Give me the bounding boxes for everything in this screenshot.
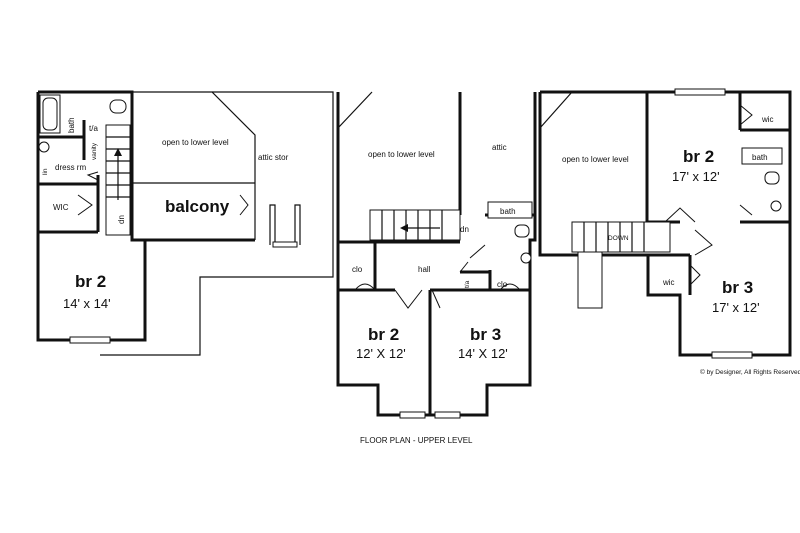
window-icon [69, 336, 111, 344]
plan-left: bath t/a vanity lin dress rm WIC dn open… [36, 90, 334, 356]
stair-arrow-icon-2 [400, 224, 408, 232]
label-dn-2: dn [460, 225, 469, 234]
toilet-icon-3 [764, 171, 780, 185]
bathtub-icon-3 [741, 147, 783, 165]
label-down: DOWN [608, 235, 629, 242]
label-wic-bottom: wic [662, 278, 675, 287]
sink-icon-2 [520, 252, 532, 264]
stair-middle [369, 209, 461, 241]
label-attic-stor: attic stor [258, 153, 289, 162]
label-attic: attic [492, 143, 507, 152]
bathtub-icon-2 [487, 201, 533, 219]
window-icon-2 [399, 411, 426, 419]
room-dim-br2-left: 14' x 14' [63, 296, 111, 311]
label-ta: t/a [89, 124, 98, 133]
label-ta-2: t/a [464, 280, 471, 288]
room-dim-br3-mid: 14' X 12' [458, 346, 508, 361]
label-dn: dn [117, 215, 126, 224]
room-dim-br2-mid: 12' X 12' [356, 346, 406, 361]
sink-icon-3 [770, 200, 782, 212]
label-hall: hall [418, 265, 431, 274]
stair-left [105, 124, 131, 236]
room-name-br3-mid: br 3 [470, 325, 501, 344]
room-dim-br2-right: 17' x 12' [672, 169, 720, 184]
caption: FLOOR PLAN - UPPER LEVEL [360, 436, 473, 445]
label-clo-right: clo [497, 280, 508, 289]
label-open-lower-2: open to lower level [368, 150, 435, 159]
label-clo-left: clo [352, 265, 363, 274]
room-name-br2-mid: br 2 [368, 325, 399, 344]
stair-right [571, 221, 671, 253]
room-name-br2-left: br 2 [75, 272, 106, 291]
sink-icon [38, 141, 50, 153]
label-wic-top: wic [761, 115, 774, 124]
plan-middle: open to lower level attic bath dn clo ha… [336, 91, 537, 445]
room-name-br2-right: br 2 [683, 147, 714, 166]
toilet-icon-2 [514, 224, 530, 238]
plan-right: open to lower level DOWN br 2 17' x 12' … [538, 88, 800, 376]
stair-arrow-icon [114, 148, 122, 156]
label-vanity: vanity [91, 142, 98, 160]
toilet-icon [109, 99, 127, 114]
door-swing-icon [77, 194, 93, 216]
label-wic: WIC [53, 203, 69, 212]
label-bath-3: bath [752, 153, 768, 162]
room-name-br3-right: br 3 [722, 278, 753, 297]
label-balcony: balcony [165, 197, 230, 216]
label-open-lower: open to lower level [162, 138, 229, 147]
label-bath: bath [67, 117, 76, 133]
room-dim-br3-right: 17' x 12' [712, 300, 760, 315]
label-open-lower-3: open to lower level [562, 155, 629, 164]
copyright-text: © by Designer, All Rights Reserved [700, 368, 800, 376]
label-dress-rm: dress rm [55, 163, 86, 172]
label-lin: lin [42, 168, 49, 175]
label-bath-2: bath [500, 207, 516, 216]
window-icon-3 [674, 88, 726, 96]
